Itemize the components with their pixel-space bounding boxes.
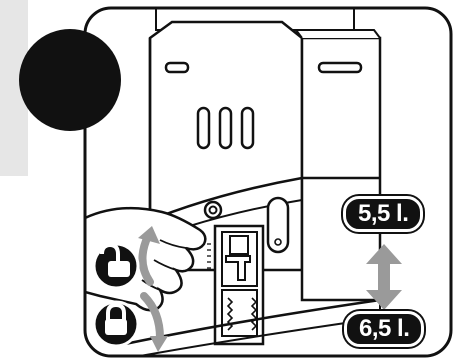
vent-3: [242, 108, 253, 148]
left-slot: [166, 63, 188, 72]
appliance-body: [85, 0, 380, 356]
unlock-icon: [94, 244, 138, 288]
lock-icon: [94, 302, 138, 346]
vent-2: [220, 108, 231, 148]
vent-1: [198, 108, 209, 148]
right-slot: [319, 63, 361, 72]
upper-capacity-badge: 5,5 l.: [343, 196, 423, 232]
step-marker-circle: [19, 29, 121, 131]
lower-capacity-badge: 6,5 l.: [344, 311, 424, 347]
